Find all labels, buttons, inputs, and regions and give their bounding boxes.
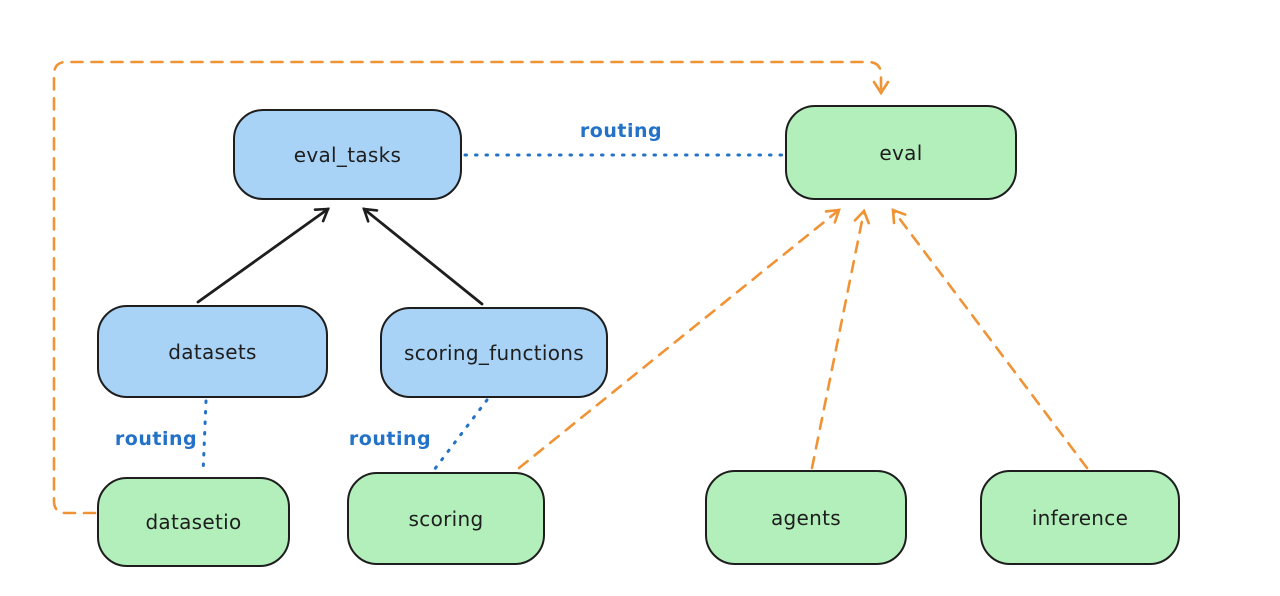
node-scoring: scoring (347, 472, 545, 565)
node-scoring-functions: scoring_functions (380, 307, 608, 398)
edge-scoring-to-eval (517, 208, 841, 470)
edge-scoring_functions-to-scoring-routing (432, 398, 489, 472)
edge-datasets-to-eval_tasks (196, 207, 330, 304)
node-datasetio: datasetio (97, 477, 290, 567)
node-datasetio-label: datasetio (145, 510, 242, 534)
node-inference-label: inference (1031, 505, 1129, 530)
node-eval: eval (785, 105, 1017, 200)
node-datasets: datasets (97, 305, 328, 398)
edge-label-routing-scoring-functions-scoring: routing (348, 428, 432, 450)
node-agents-label: agents (771, 505, 841, 530)
node-eval-label: eval (879, 140, 923, 165)
node-agents: agents (705, 470, 907, 565)
edge-agents-to-eval (810, 208, 870, 470)
edge-inference-to-eval (891, 208, 1089, 470)
node-datasets-label: datasets (168, 339, 257, 364)
node-inference: inference (980, 470, 1180, 565)
node-scoring-label: scoring (408, 506, 484, 531)
node-scoring-functions-label: scoring_functions (403, 340, 585, 365)
node-eval-tasks: eval_tasks (233, 109, 462, 200)
edge-label-routing-datasets-datasetio: routing (114, 428, 198, 450)
edge-scoring_functions-to-eval_tasks (362, 207, 484, 306)
edge-datasetio-to-eval (52, 60, 890, 515)
edge-label-routing-eval-tasks-eval: routing (579, 120, 663, 142)
edge-datasets-to-datasetio-routing (201, 399, 208, 476)
node-eval-tasks-label: eval_tasks (293, 142, 402, 167)
